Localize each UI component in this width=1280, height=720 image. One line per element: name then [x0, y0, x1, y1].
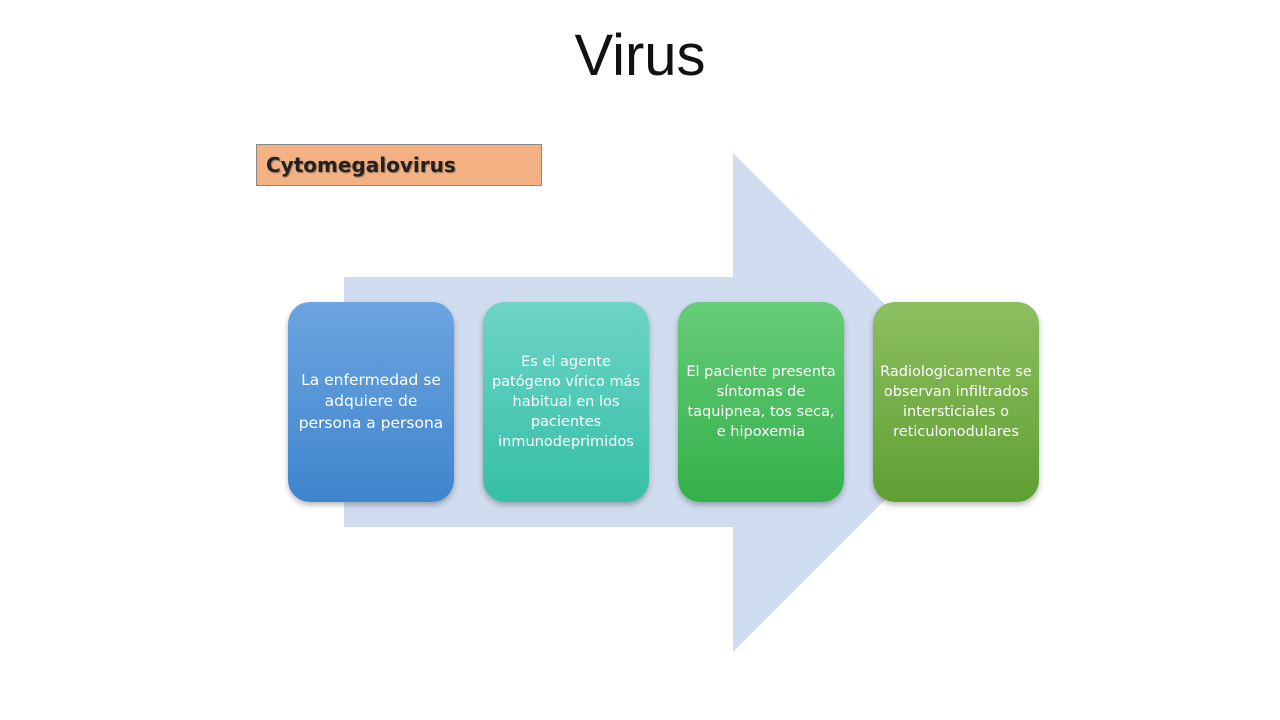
label-text: Cytomegalovirus: [266, 153, 456, 177]
step-1-box: La enfermedad se adquiere de persona a p…: [288, 302, 454, 502]
slide-title: Virus: [574, 23, 706, 88]
arrow-shape: [344, 153, 983, 652]
step-3-box: El paciente presenta síntomas de taquipn…: [678, 302, 844, 502]
step-4-box: Radiologicamente se observan infiltrados…: [873, 302, 1039, 502]
step-4-text: Radiologicamente se observan infiltrados…: [880, 364, 1032, 440]
step-3-text: El paciente presenta síntomas de taquipn…: [686, 364, 836, 440]
step-2-text: Es el agente patógeno vírico más habitua…: [491, 354, 641, 450]
cytomegalovirus-label: Cytomegalovirus: [256, 144, 542, 186]
step-1-text: La enfermedad se adquiere de persona a p…: [298, 370, 444, 432]
step-2-box: Es el agente patógeno vírico más habitua…: [483, 302, 649, 502]
